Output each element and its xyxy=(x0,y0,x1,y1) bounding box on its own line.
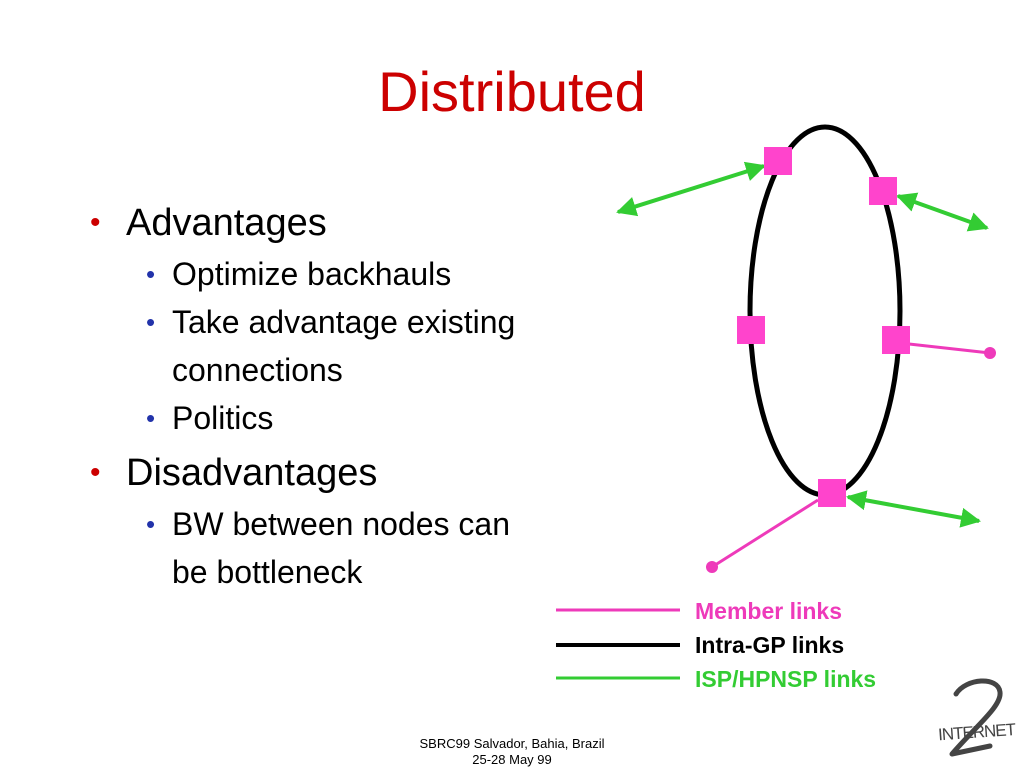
footer: SBRC99 Salvador, Bahia, Brazil 25-28 May… xyxy=(380,736,644,768)
sub-bullet-existing-connections: Take advantage existing connections xyxy=(126,298,542,394)
legend: Member links Intra-GP links ISP/HPNSP li… xyxy=(556,598,876,692)
advantages-sub-list: Optimize backhauls Take advantage existi… xyxy=(126,250,542,442)
node-4 xyxy=(882,326,910,354)
member-link-1 xyxy=(908,342,991,355)
sub-bullet-bw-bottleneck: BW between nodes can be bottleneck xyxy=(126,500,542,596)
legend-isp-label: ISP/HPNSP links xyxy=(695,666,876,692)
node-2 xyxy=(869,177,897,205)
isp-link-2 xyxy=(896,192,989,232)
member-link-1-endpoint xyxy=(984,347,996,359)
footer-line-1: SBRC99 Salvador, Bahia, Brazil xyxy=(419,736,605,751)
bullet-advantages: Advantages Optimize backhauls Take advan… xyxy=(88,196,542,442)
isp-link-3 xyxy=(846,490,981,528)
slide-title: Distributed xyxy=(378,60,646,123)
isp-link-1 xyxy=(616,161,766,217)
legend-member-label: Member links xyxy=(695,598,842,624)
legend-intra-label: Intra-GP links xyxy=(695,632,844,658)
node-1 xyxy=(764,147,792,175)
node-3 xyxy=(737,316,765,344)
logo-wordmark: INTERNET xyxy=(937,720,1016,744)
sub-bullet-optimize-backhauls: Optimize backhauls xyxy=(126,250,542,298)
bullet-disadvantages-text: Disadvantages xyxy=(126,452,378,494)
footer-line-2: 25-28 May 99 xyxy=(472,752,552,767)
member-link-2-endpoint xyxy=(706,561,718,573)
sub-bullet-politics: Politics xyxy=(126,394,542,442)
node-5 xyxy=(818,479,846,507)
bullet-list: Advantages Optimize backhauls Take advan… xyxy=(88,196,542,596)
internet2-logo: INTERNET xyxy=(937,678,1016,757)
member-link-2 xyxy=(711,498,819,569)
disadvantages-sub-list: BW between nodes can be bottleneck xyxy=(126,500,542,596)
bullet-advantages-text: Advantages xyxy=(126,202,327,244)
bullet-disadvantages: Disadvantages BW between nodes can be bo… xyxy=(88,446,542,596)
